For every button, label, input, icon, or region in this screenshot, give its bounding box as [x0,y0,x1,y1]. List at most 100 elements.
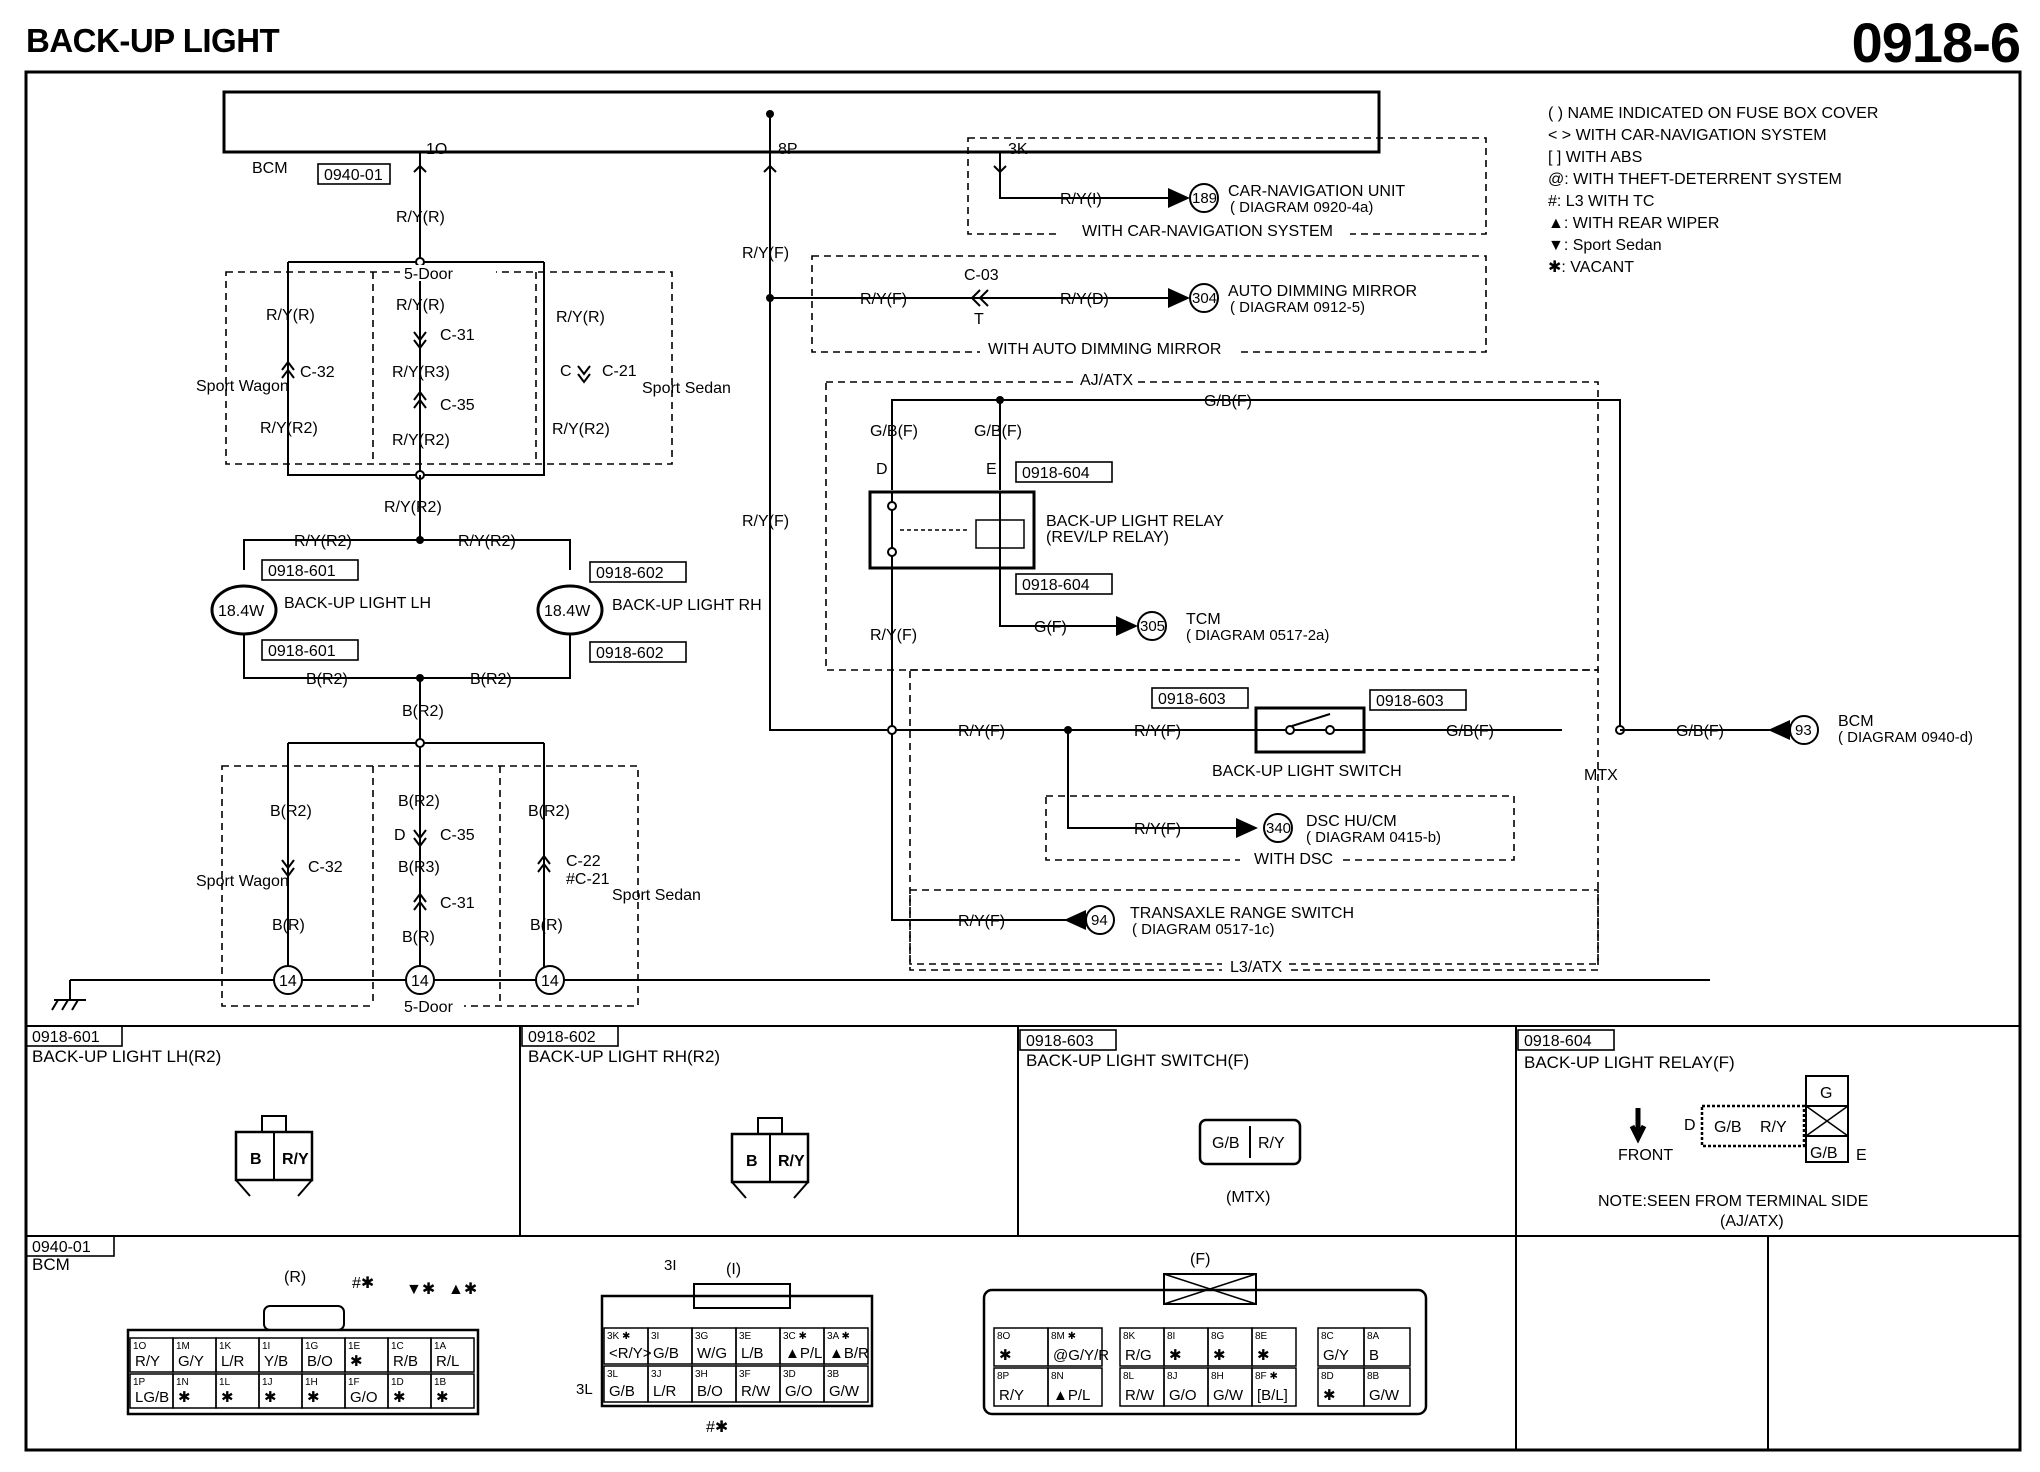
svg-text:R/Y(R2): R/Y(R2) [294,533,352,550]
svg-text:C-35: C-35 [440,827,475,844]
pin-color: G/W [829,1383,860,1400]
svg-text:G: G [1820,1085,1832,1102]
svg-text:0918-602: 0918-602 [596,645,664,662]
pin-cell [823,1365,869,1403]
svg-text:R/Y(F): R/Y(F) [1134,723,1181,740]
pin-color: L/B [741,1345,764,1362]
bcm-block [222,90,1381,154]
pin-number: 8E [1255,1331,1268,1342]
pin-color: LG/B [135,1389,169,1406]
svg-text:304: 304 [1192,290,1217,307]
pin-color: R/G [1125,1347,1152,1364]
svg-text:BACK-UP LIGHT RH: BACK-UP LIGHT RH [612,597,762,614]
svg-text:(F): (F) [1190,1251,1210,1268]
svg-text:3L: 3L [576,1381,593,1398]
svg-text:BACK-UP LIGHT RELAY: BACK-UP LIGHT RELAY [1046,513,1224,530]
connector-603: G/B R/Y [1198,1118,1302,1166]
bcm-r-pins: 1OR/Y1MG/Y1KL/R1IY/B1GB/O1E✱1CR/B1AR/L1P… [129,1337,475,1409]
bcm-connector-box [317,163,391,185]
svg-text:R/Y(R): R/Y(R) [396,297,445,314]
svg-text:G/B(F): G/B(F) [974,423,1022,440]
pin-number: 8H [1211,1371,1224,1382]
svg-text:94: 94 [1091,912,1108,929]
svg-text:0918-603: 0918-603 [1376,693,1444,710]
svg-text:0918-604: 0918-604 [1022,465,1090,482]
svg-text:BACK-UP LIGHT LH(R2): BACK-UP LIGHT LH(R2) [32,1047,221,1066]
diagram-title: BACK-UP LIGHT [26,22,280,59]
pin-number: 1E [348,1341,361,1352]
pin-cell [1363,1367,1411,1407]
svg-text:R/Y(R2): R/Y(R2) [384,499,442,516]
svg-text:B(R): B(R) [402,929,435,946]
group-5door: 5-Door [404,266,454,283]
svg-text:( DIAGRAM 0415-b): ( DIAGRAM 0415-b) [1306,829,1441,846]
pin-number: 1G [305,1341,319,1352]
svg-text:CAR-NAVIGATION UNIT: CAR-NAVIGATION UNIT [1228,183,1405,200]
pin-color: ✱ [307,1389,320,1406]
svg-text:(REV/LP RELAY): (REV/LP RELAY) [1046,529,1169,546]
svg-text:C-32: C-32 [308,859,343,876]
svg-text:(AJ/ATX): (AJ/ATX) [1720,1213,1784,1230]
svg-text:R/Y(R): R/Y(R) [266,307,315,324]
svg-text:R/Y(I): R/Y(I) [1060,191,1102,208]
pin-number: 1N [176,1377,189,1388]
svg-text:BACK-UP LIGHT SWITCH: BACK-UP LIGHT SWITCH [1212,763,1402,780]
pin-number: 3B [827,1369,840,1380]
legend-item: [ ] WITH ABS [1548,149,1642,166]
bcm-f-pins: 8O✱8M ✱@G/Y/R8PR/Y8N▲P/L8KR/G8I✱8G✱8E✱8L… [993,1327,1411,1407]
pin-color: G/B [653,1345,679,1362]
svg-text:C-35: C-35 [440,397,475,414]
pin-number: 8P [997,1371,1010,1382]
svg-text:93: 93 [1795,722,1812,739]
pin-color: ✱ [350,1353,363,1370]
bcm-label: BCM [252,160,288,177]
pin-number: 8D [1321,1371,1334,1382]
svg-text:E: E [986,461,997,478]
svg-text:R/Y: R/Y [1760,1119,1787,1136]
svg-text:0918-602: 0918-602 [528,1029,596,1046]
pin-number: 1P [133,1377,146,1388]
svg-text:C-32: C-32 [300,364,335,381]
pin-color: [B/L] [1257,1387,1288,1404]
pin-color: L/R [221,1353,245,1370]
svg-text:C: C [560,363,572,380]
svg-text:18.4W: 18.4W [218,603,265,620]
svg-text:#✱: #✱ [706,1419,728,1436]
pin-number: 3L [607,1369,619,1380]
svg-text:R/Y(F): R/Y(F) [860,291,907,308]
svg-text:R/Y(R): R/Y(R) [556,309,605,326]
pin-number: 3F [739,1369,751,1380]
pin-number: 3A ✱ [827,1331,850,1342]
pin-number: 8M ✱ [1051,1331,1076,1342]
svg-text:BACK-UP LIGHT RELAY(F): BACK-UP LIGHT RELAY(F) [1524,1053,1735,1072]
svg-text:14: 14 [541,973,559,990]
svg-text:R/Y(R2): R/Y(R2) [552,421,610,438]
legend-item: ▼: Sport Sedan [1548,237,1662,254]
svg-text:B: B [250,1151,262,1168]
svg-text:3I: 3I [664,1257,677,1274]
pin-color: B [1369,1347,1379,1364]
pin-color: G/B [609,1383,635,1400]
pin-number: 8G [1211,1331,1225,1342]
svg-text:B(R2): B(R2) [528,803,570,820]
pin-number: 3K ✱ [607,1331,630,1342]
svg-text:0918-604: 0918-604 [1022,577,1090,594]
pin-color: R/L [436,1353,459,1370]
svg-text:TCM: TCM [1186,611,1221,628]
pin-color: @G/Y/R [1053,1347,1109,1364]
svg-text:C-31: C-31 [440,895,475,912]
svg-text:AJ/ATX: AJ/ATX [1080,372,1133,389]
pin-color: ✱ [999,1347,1012,1364]
pin-color: R/Y [135,1353,160,1370]
svg-text:Sport Wagon: Sport Wagon [196,873,289,890]
pin-number: 8K [1123,1331,1136,1342]
pin-number: 1L [219,1377,231,1388]
svg-text:D: D [1684,1117,1696,1134]
svg-text:DSC HU/CM: DSC HU/CM [1306,813,1397,830]
svg-text:▲✱: ▲✱ [448,1281,477,1298]
pin-cell [1251,1367,1297,1407]
pin-color: ✱ [1323,1387,1336,1404]
svg-text:G/B: G/B [1810,1145,1838,1162]
